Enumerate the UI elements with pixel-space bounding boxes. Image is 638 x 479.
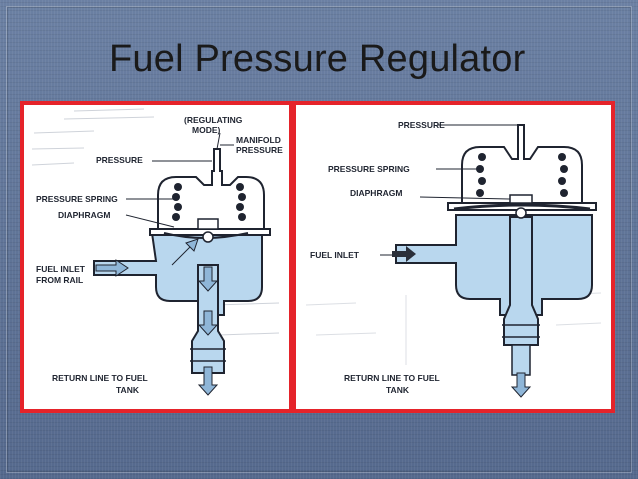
right-diagram-panel: PRESSURE PRESSURE SPRING DIAPHRAGM FUEL … (292, 101, 615, 413)
background-texture (305, 292, 602, 365)
label-regulating-mode-1: (REGULATING (184, 115, 243, 125)
label-pressure-spring: PRESSURE SPRING (36, 194, 118, 204)
flow-arrow-return (197, 366, 219, 396)
label-return-line-1: RETURN LINE TO FUEL (344, 373, 440, 383)
label-manifold-pressure-1: MANIFOLD (236, 135, 281, 145)
slide-title: Fuel Pressure Regulator (109, 38, 526, 80)
slide-border (6, 6, 632, 473)
label-fuel-inlet-1: FUEL INLET (36, 264, 86, 274)
label-regulating-mode-2: MODE) (192, 125, 221, 135)
valve-plate (509, 194, 533, 204)
label-pressure: PRESSURE (398, 120, 445, 130)
pressure-spring-coils (172, 183, 246, 221)
label-pressure: PRESSURE (96, 155, 143, 165)
fuel-inlet-arrow (95, 259, 129, 277)
valve-ball (202, 231, 214, 243)
label-return-line-2: TANK (386, 385, 410, 395)
left-diagram-panel: (REGULATING MODE) MANIFOLD PRESSURE PRES… (20, 101, 293, 413)
valve-plate (197, 218, 219, 230)
flow-arrow-down-2 (197, 310, 219, 336)
label-return-line-1: RETURN LINE TO FUEL (52, 373, 148, 383)
label-return-line-2: TANK (116, 385, 140, 395)
right-regulator-diagram: PRESSURE PRESSURE SPRING DIAPHRAGM FUEL … (305, 120, 602, 398)
valve-ball (515, 207, 527, 219)
return-tube (503, 216, 539, 346)
label-manifold-pressure-2: PRESSURE (236, 145, 283, 155)
flow-arrow-diagonal (171, 238, 199, 266)
label-diaphragm: DIAPHRAGM (58, 210, 110, 220)
diaphragm (453, 203, 591, 211)
background-texture (31, 108, 280, 336)
flow-arrow-down-1 (197, 266, 219, 292)
label-fuel-inlet: FUEL INLET (310, 250, 360, 260)
pressure-spring-coils (476, 153, 568, 197)
left-regulator-diagram: (REGULATING MODE) MANIFOLD PRESSURE PRES… (31, 108, 283, 396)
fuel-inlet-arrow (392, 246, 416, 262)
label-diaphragm: DIAPHRAGM (350, 188, 402, 198)
fuel-chamber (395, 214, 593, 316)
label-fuel-inlet-2: FROM RAIL (36, 275, 83, 285)
spring-housing (461, 124, 583, 205)
label-pressure-spring: PRESSURE SPRING (328, 164, 410, 174)
flow-arrow-return (510, 372, 532, 398)
